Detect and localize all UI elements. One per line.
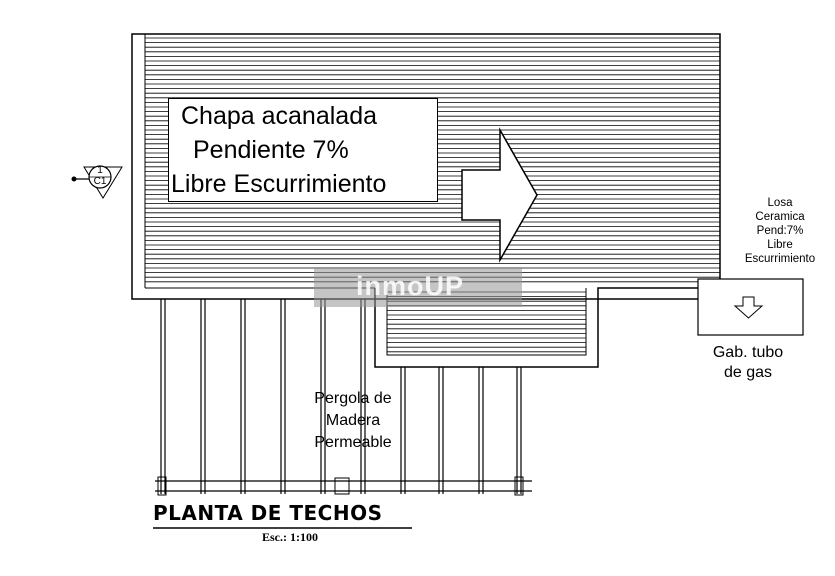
pergola-splice-plate	[334, 477, 350, 495]
watermark-band	[314, 267, 522, 307]
pergola-label: Pergola de Madera Permeable	[298, 388, 408, 454]
drawing-scale: Esc.: 1:100	[262, 530, 318, 544]
pergola-label-line-3: Permeable	[314, 434, 392, 451]
pergola-end-cap-left	[157, 476, 167, 496]
lower-roof-inner-outline	[386, 288, 587, 356]
roof-material-label: Chapa acanalada Pendiente 7% Libre Escur…	[168, 98, 438, 202]
losa-label-line-3: Pend:7%	[756, 225, 804, 237]
losa-label-line-2: Ceramica	[755, 211, 805, 223]
roof-label-line-3: Libre Escurrimiento	[171, 170, 387, 198]
pergola-label-line-2: Madera	[325, 412, 381, 429]
section-marker-sheet: C1	[93, 176, 107, 187]
section-marker-number: 1	[97, 165, 103, 176]
drawing-title: PLANTA DE TECHOS	[153, 501, 383, 525]
section-marker-label: 1 C1	[92, 165, 108, 187]
downspout-arrow	[733, 296, 764, 319]
lower-roof-outline	[374, 287, 720, 368]
slope-arrow	[461, 127, 538, 263]
pergola-label-line-1: Pergola de	[314, 390, 392, 407]
ceramic-slab-label: Losa Ceramica Pend:7% Libre Escurrimient…	[734, 196, 826, 266]
watermark-text: inmoUP	[356, 271, 465, 301]
roof-label-line-1: Chapa acanalada	[181, 102, 377, 130]
gab-label-line-1: Gab. tubo	[712, 344, 784, 361]
losa-label-line-5: Escurrimiento	[744, 253, 816, 265]
gab-label-line-2: de gas	[723, 364, 773, 381]
losa-label-line-1: Losa	[767, 197, 793, 209]
roof-label-line-2: Pendiente 7%	[193, 136, 349, 164]
pergola-posts	[160, 299, 522, 494]
gas-pipe-label: Gab. tubo de gas	[698, 343, 798, 383]
losa-label-line-4: Libre	[767, 239, 793, 251]
section-marker-dot	[71, 176, 77, 182]
pergola-end-cap-right	[514, 476, 524, 496]
